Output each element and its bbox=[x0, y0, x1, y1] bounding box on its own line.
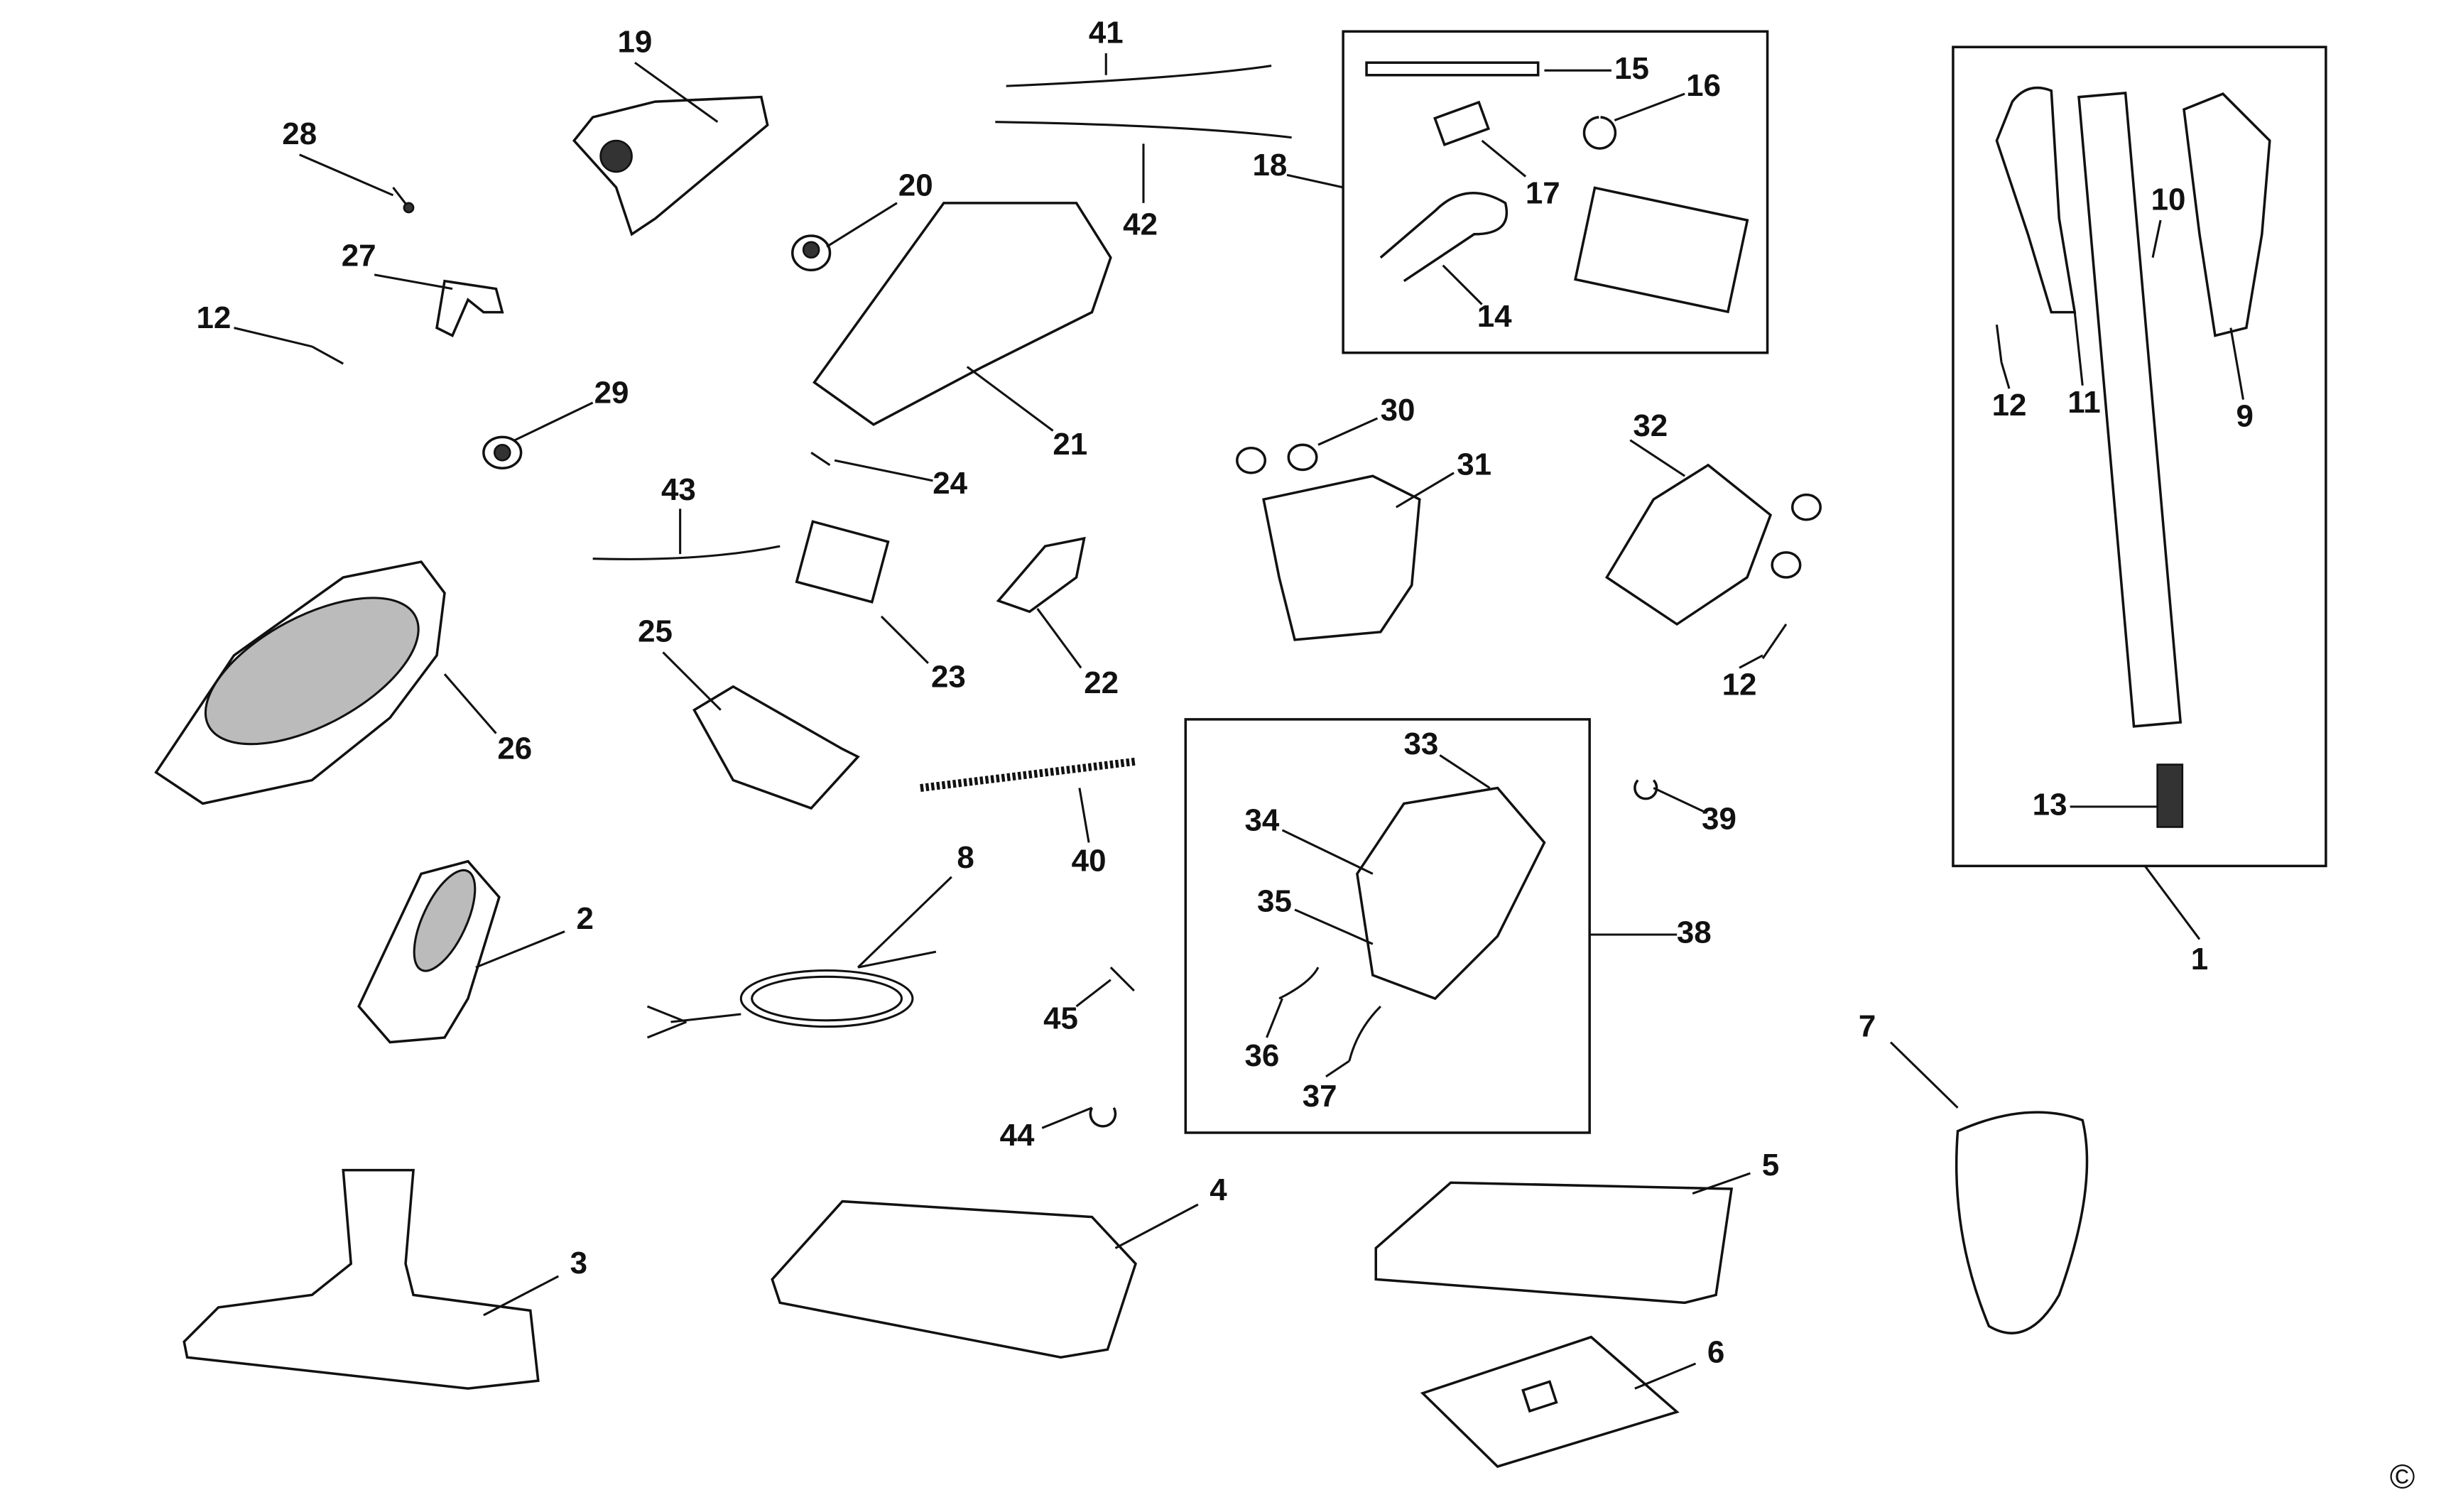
part-19-handle-connector bbox=[572, 95, 769, 236]
part-label-20: 20 bbox=[898, 168, 933, 203]
part-label-5: 5 bbox=[1762, 1148, 1779, 1182]
part-label-30: 30 bbox=[1381, 393, 1415, 428]
part-label-8: 8 bbox=[957, 840, 974, 875]
part-label-15: 15 bbox=[1614, 51, 1649, 86]
part-24-screw bbox=[810, 452, 831, 467]
part-label-14: 14 bbox=[1477, 299, 1512, 334]
part-11-handle bbox=[1995, 86, 2077, 314]
group-box-motor-parts bbox=[1342, 30, 1769, 354]
part-label-33: 33 bbox=[1404, 727, 1439, 761]
part-45-screw bbox=[1109, 967, 1135, 992]
part-label-29: 29 bbox=[594, 376, 629, 410]
part-10-tube bbox=[2077, 92, 2183, 728]
part-28-screw bbox=[392, 186, 415, 214]
part-label-36: 36 bbox=[1244, 1038, 1279, 1073]
part-label-16: 16 bbox=[1686, 68, 1721, 103]
part-label-32: 32 bbox=[1633, 408, 1668, 443]
part-12-screw bbox=[311, 345, 344, 365]
part-label-38: 38 bbox=[1677, 915, 1712, 950]
part-3-floor-head bbox=[183, 1168, 540, 1390]
part-42-wire bbox=[995, 121, 1292, 139]
part-label-34: 34 bbox=[1244, 803, 1279, 837]
part-label-39: 39 bbox=[1702, 801, 1736, 836]
part-label-2: 2 bbox=[576, 901, 593, 936]
part-31-housing bbox=[1262, 474, 1421, 641]
part-5-pad bbox=[1374, 1181, 1734, 1305]
part-37-wire bbox=[1348, 1005, 1381, 1062]
part-20-button bbox=[791, 234, 832, 272]
part-label-7: 7 bbox=[1859, 1008, 1876, 1043]
part-18-pump bbox=[1573, 186, 1749, 314]
part-label-9: 9 bbox=[2236, 399, 2253, 434]
part-25-cover bbox=[692, 685, 860, 810]
part-40-spring bbox=[920, 757, 1136, 792]
part-2-window bbox=[413, 869, 477, 972]
part-label-25: 25 bbox=[638, 614, 673, 649]
part-label-13: 13 bbox=[2033, 787, 2067, 822]
part-label-37: 37 bbox=[1303, 1079, 1337, 1114]
part-22-bracket bbox=[996, 536, 1086, 614]
part-7-cloth bbox=[1955, 1111, 2089, 1334]
part-label-6: 6 bbox=[1707, 1334, 1724, 1369]
part-label-10: 10 bbox=[2151, 182, 2186, 217]
part-23-pcb bbox=[795, 520, 890, 604]
part-label-23: 23 bbox=[931, 659, 966, 694]
part-label-44: 44 bbox=[1000, 1118, 1035, 1153]
part-29-knob bbox=[482, 435, 523, 470]
part-43-wire bbox=[592, 545, 781, 560]
part-label-27: 27 bbox=[342, 238, 376, 273]
part-label-35: 35 bbox=[1257, 884, 1292, 919]
part-32-cover bbox=[1604, 463, 1773, 626]
part-33-boiler bbox=[1356, 786, 1546, 1001]
part-label-3: 3 bbox=[570, 1246, 587, 1280]
part-label-45: 45 bbox=[1043, 1001, 1078, 1035]
group-box-handle-assembly bbox=[1952, 45, 2327, 868]
part-label-22: 22 bbox=[1084, 665, 1119, 700]
part-label-18: 18 bbox=[1252, 148, 1287, 183]
leader-lines bbox=[234, 53, 2244, 1390]
part-label-19: 19 bbox=[618, 24, 653, 59]
part-label-31: 31 bbox=[1457, 447, 1491, 482]
part-label-12: 12 bbox=[1992, 388, 2027, 423]
part-label-40: 40 bbox=[1072, 844, 1107, 879]
copyright-symbol: © bbox=[2390, 1457, 2415, 1496]
part-17-valve bbox=[1433, 100, 1491, 146]
part-41-wire bbox=[1006, 65, 1272, 87]
part-13-connector bbox=[2156, 763, 2184, 828]
part-label-21: 21 bbox=[1053, 427, 1087, 462]
part-12-screw-handle bbox=[1995, 324, 2003, 363]
part-label-4: 4 bbox=[1210, 1173, 1227, 1207]
part-15-strip bbox=[1365, 61, 1540, 77]
part-30-plugs bbox=[1236, 443, 1318, 474]
part-label-43: 43 bbox=[661, 472, 696, 507]
part-label-11: 11 bbox=[2067, 385, 2100, 420]
part-9-handle-half bbox=[2183, 92, 2271, 337]
part-14-pin bbox=[1379, 192, 1509, 283]
part-label-12: 12 bbox=[196, 300, 231, 335]
part-label-28: 28 bbox=[282, 116, 317, 151]
part-4-cloth-frame bbox=[771, 1200, 1137, 1359]
part-12-screw-right bbox=[1761, 624, 1788, 660]
part-39-clip bbox=[1634, 779, 1658, 800]
part-label-42: 42 bbox=[1123, 207, 1158, 241]
part-6-square bbox=[1521, 1380, 1558, 1413]
part-16-clamp bbox=[1582, 116, 1617, 150]
part-26-window bbox=[204, 597, 420, 746]
part-label-17: 17 bbox=[1526, 175, 1560, 210]
part-21-housing bbox=[812, 202, 1112, 426]
part-32-caps bbox=[1771, 493, 1822, 579]
group-box-boiler-assembly bbox=[1184, 718, 1591, 1134]
part-label-1: 1 bbox=[2191, 942, 2208, 977]
part-label-41: 41 bbox=[1089, 15, 1124, 50]
part-36-wire bbox=[1278, 967, 1320, 1000]
part-44-clip bbox=[1089, 1106, 1117, 1128]
part-label-12: 12 bbox=[1722, 667, 1757, 702]
part-label-26: 26 bbox=[497, 731, 532, 766]
part-label-24: 24 bbox=[933, 466, 967, 501]
part-8-power-cord bbox=[646, 950, 937, 1039]
part-27-clip bbox=[435, 279, 504, 337]
